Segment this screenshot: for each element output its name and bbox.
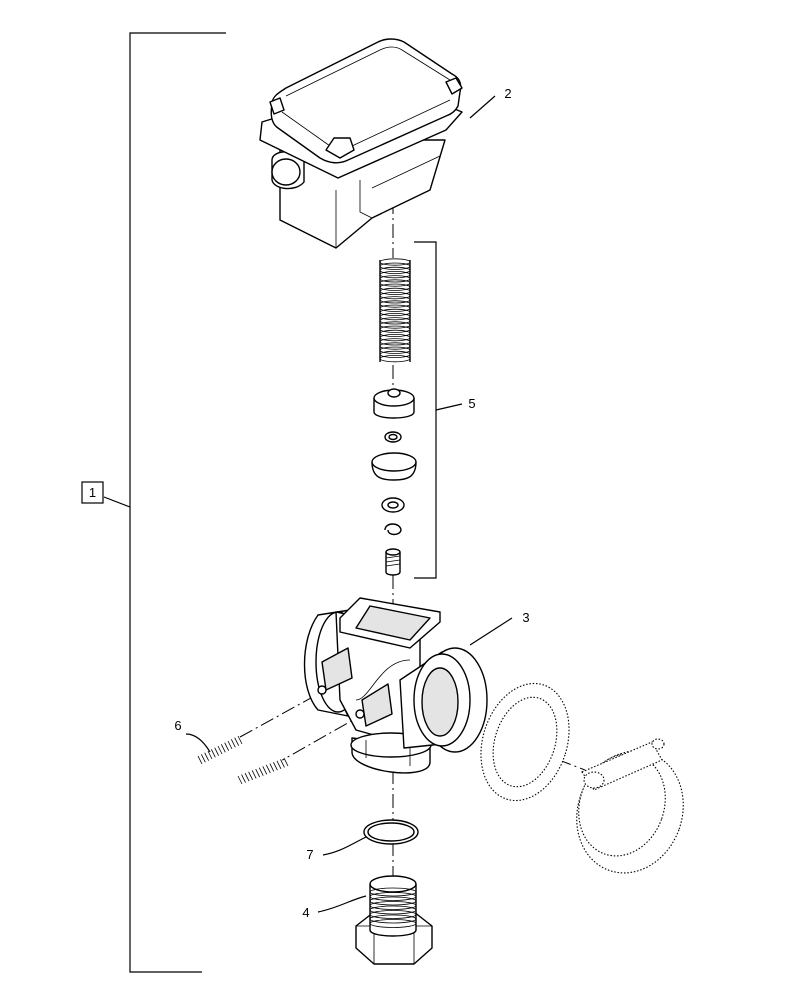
kit-bracket: 5: [414, 241, 476, 579]
plug: [355, 875, 433, 965]
callout-3-label: 3: [522, 610, 529, 625]
kit-small-parts: [371, 388, 417, 576]
u-bolt: [166, 735, 289, 804]
callout-box-1: [81, 481, 104, 504]
o-ring: [363, 819, 419, 845]
callout-2-label: 2: [504, 86, 511, 101]
callout-5-label: 5: [468, 396, 475, 411]
callout-1-label: 1: [89, 485, 96, 500]
hose-clamp-dotted: [576, 738, 684, 874]
valve-body: [303, 597, 488, 774]
spring: [379, 258, 411, 364]
gasket-dotted: [480, 682, 570, 802]
callout-7-label: 7: [306, 847, 313, 862]
assembly-bracket: 1: [81, 32, 226, 973]
callout-4-label: 4: [302, 905, 309, 920]
actuator-housing: [259, 38, 463, 249]
callout-6-label: 6: [174, 718, 181, 733]
